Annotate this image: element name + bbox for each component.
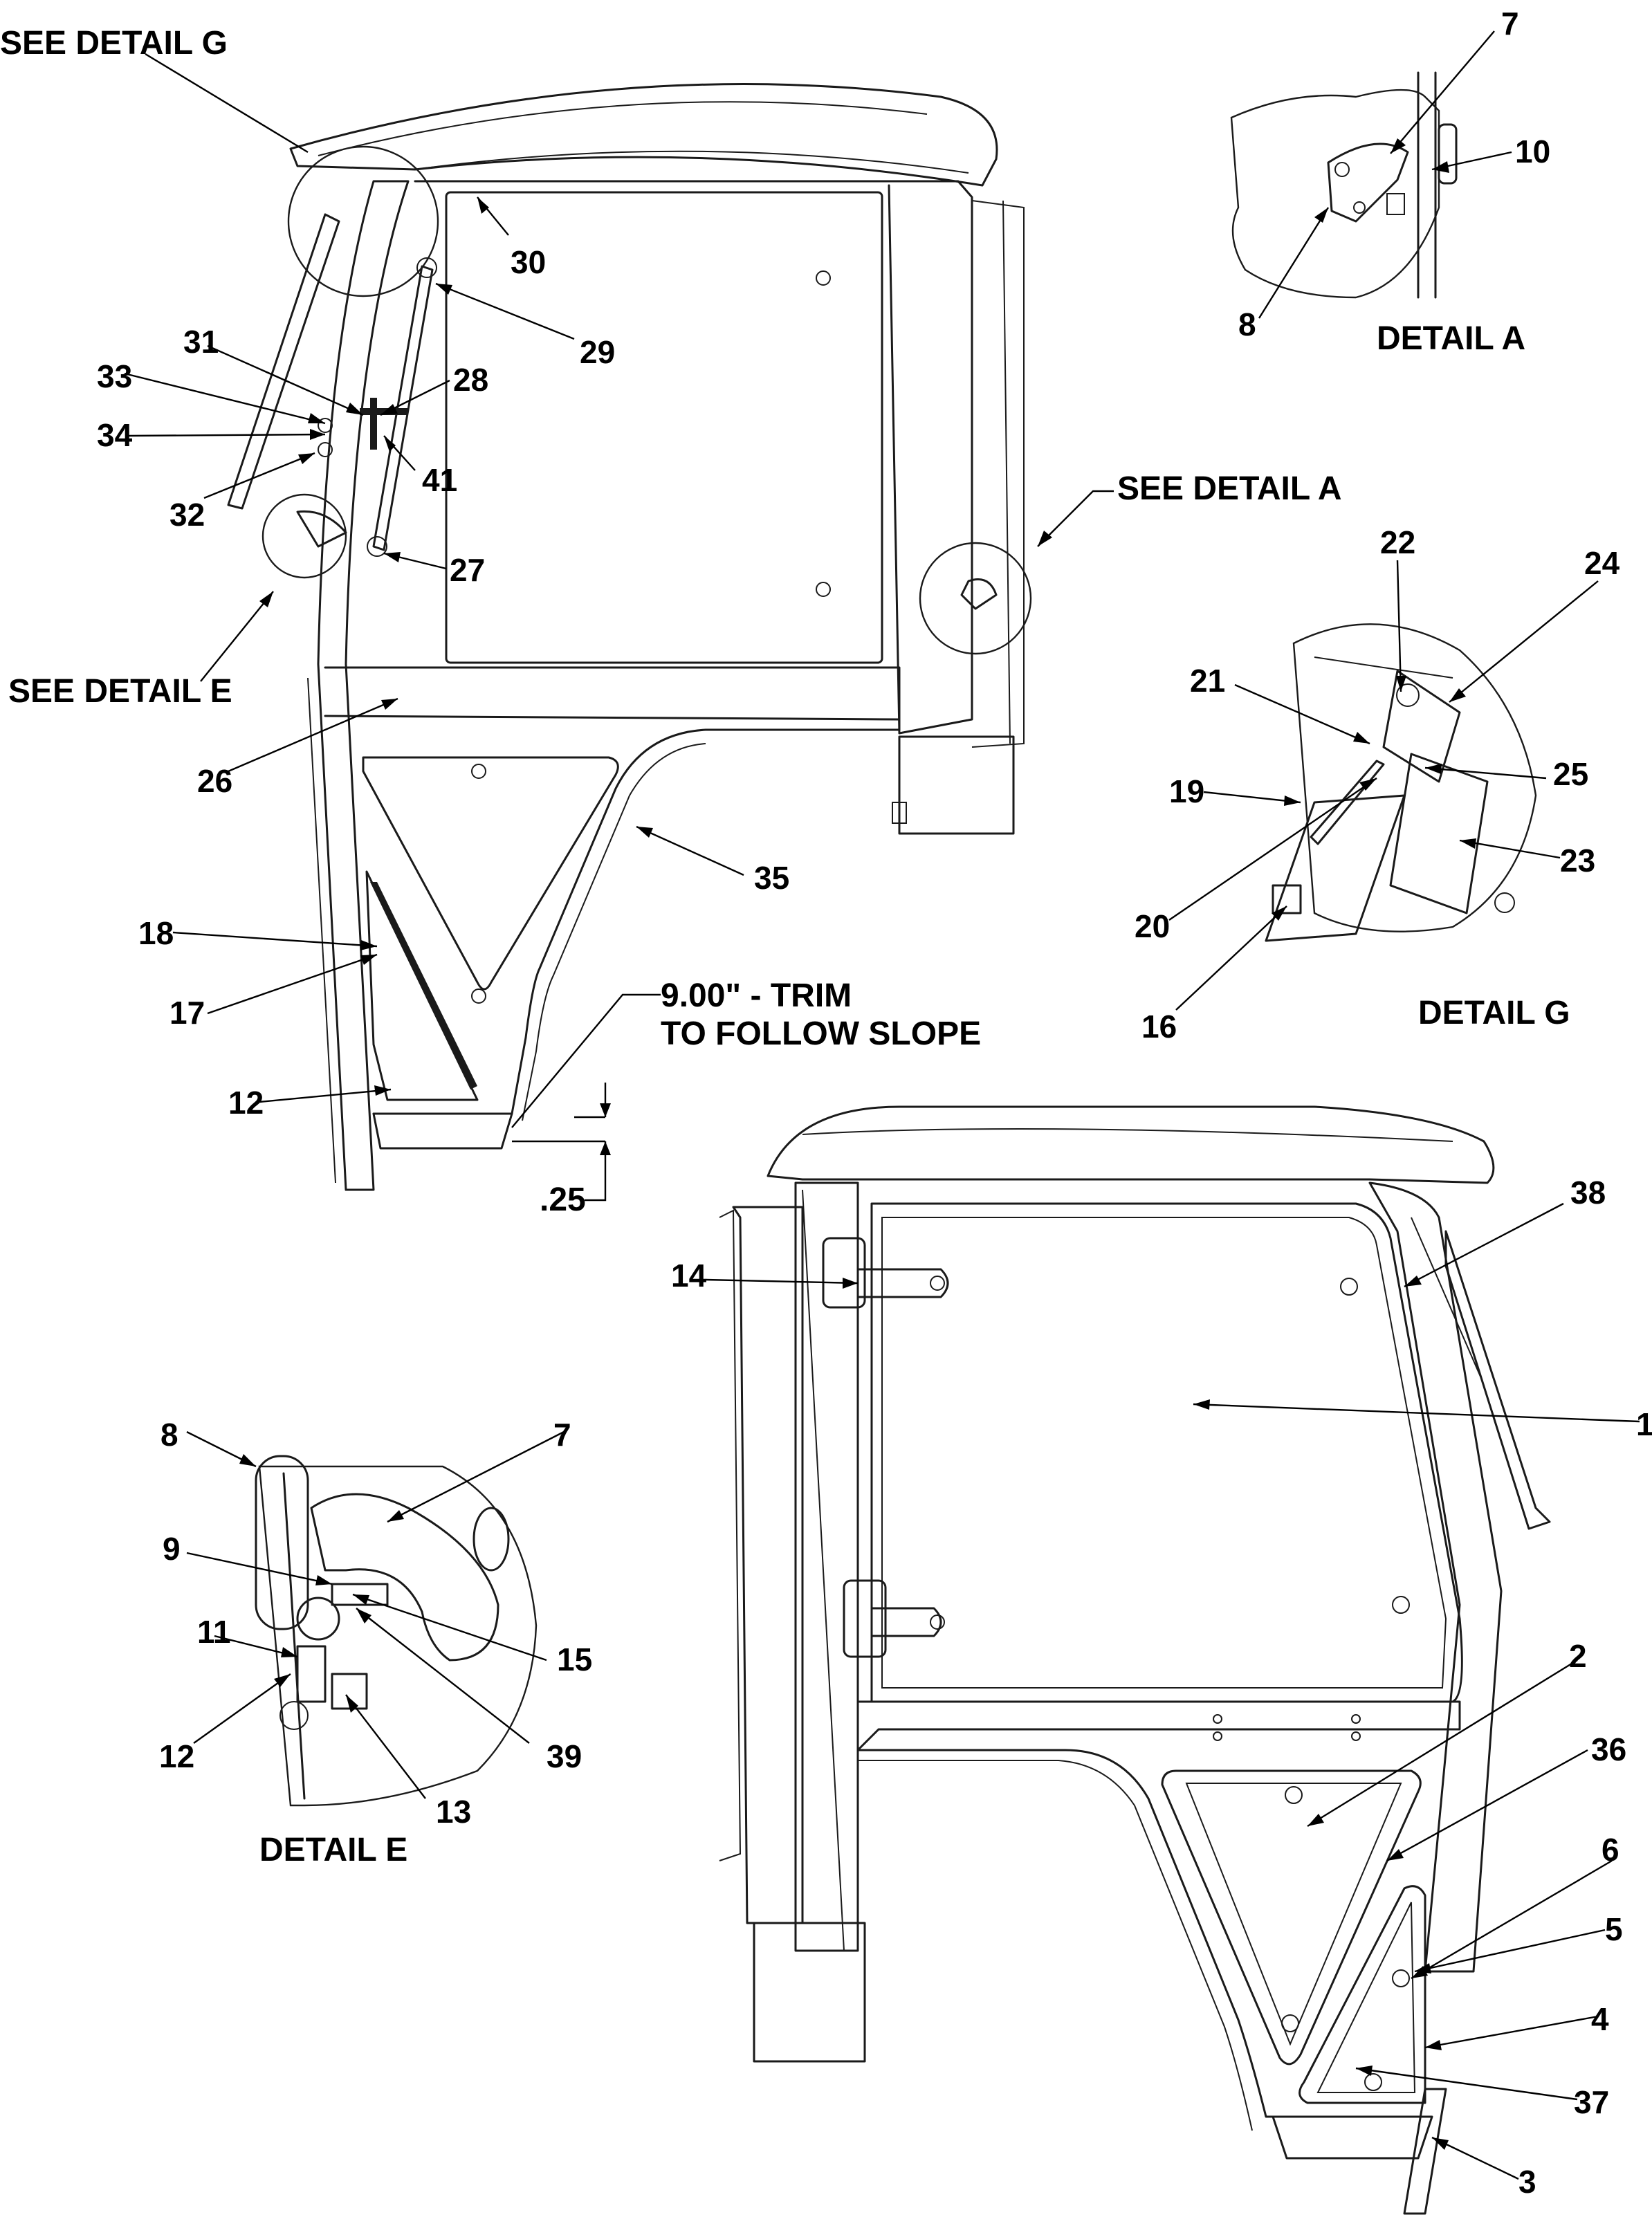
callout-3: 3 bbox=[1518, 2164, 1536, 2200]
callout-25: 25 bbox=[1553, 756, 1588, 792]
callout-28: 28 bbox=[453, 362, 488, 398]
callout-7-detail-e: 7 bbox=[553, 1417, 571, 1453]
see-detail-e-label: SEE DETAIL E bbox=[8, 673, 232, 710]
callout-38: 38 bbox=[1570, 1175, 1606, 1211]
dimension-label: .25 bbox=[540, 1181, 586, 1218]
callout-12: 12 bbox=[228, 1085, 264, 1121]
callout-24: 24 bbox=[1584, 545, 1620, 581]
callout-5: 5 bbox=[1605, 1911, 1623, 1947]
detail-e-title: DETAIL E bbox=[259, 1832, 407, 1868]
see-detail-a-label: SEE DETAIL A bbox=[1117, 470, 1342, 507]
callout-21: 21 bbox=[1190, 663, 1225, 699]
text-labels: SEE DETAIL G SEE DETAIL A SEE DETAIL E D… bbox=[0, 6, 1652, 2200]
callout-2: 2 bbox=[1569, 1638, 1587, 1674]
callout-14: 14 bbox=[671, 1258, 707, 1294]
callout-30: 30 bbox=[511, 244, 546, 280]
callout-15: 15 bbox=[557, 1641, 592, 1677]
callout-32: 32 bbox=[169, 497, 205, 533]
callout-31: 31 bbox=[183, 324, 219, 360]
leader-lines bbox=[124, 30, 1640, 2180]
callout-8-detail-a: 8 bbox=[1238, 306, 1256, 342]
callout-4: 4 bbox=[1591, 2001, 1609, 2037]
callout-26: 26 bbox=[197, 763, 232, 799]
callout-16: 16 bbox=[1141, 1009, 1177, 1045]
callout-9: 9 bbox=[163, 1531, 181, 1567]
callout-20: 20 bbox=[1135, 908, 1170, 944]
callout-12-detail-e: 12 bbox=[159, 1738, 194, 1774]
callout-39: 39 bbox=[547, 1738, 582, 1774]
right-door-view bbox=[719, 1105, 1551, 2215]
callout-6: 6 bbox=[1601, 1832, 1619, 1868]
callout-36: 36 bbox=[1591, 1731, 1626, 1767]
callout-34: 34 bbox=[97, 417, 133, 453]
callout-19: 19 bbox=[1169, 773, 1204, 809]
callout-11: 11 bbox=[197, 1614, 231, 1650]
callout-29: 29 bbox=[580, 334, 615, 370]
callout-18: 18 bbox=[138, 915, 174, 951]
callout-10: 10 bbox=[1515, 134, 1550, 169]
callout-41: 41 bbox=[422, 462, 457, 498]
callout-22: 22 bbox=[1380, 524, 1415, 560]
trim-note-line-2: TO FOLLOW SLOPE bbox=[661, 1015, 981, 1052]
callout-33: 33 bbox=[97, 358, 132, 394]
detail-e-view bbox=[255, 1455, 538, 1807]
callout-7-detail-a: 7 bbox=[1501, 6, 1519, 42]
callout-37: 37 bbox=[1574, 2084, 1609, 2120]
callout-8-detail-e: 8 bbox=[160, 1417, 178, 1453]
callout-13: 13 bbox=[436, 1794, 471, 1830]
callout-1: 1 bbox=[1636, 1406, 1652, 1442]
callout-27: 27 bbox=[450, 552, 485, 588]
see-detail-g-label: SEE DETAIL G bbox=[0, 25, 228, 62]
detail-a-title: DETAIL A bbox=[1377, 320, 1525, 357]
detail-a-view bbox=[1230, 71, 1458, 299]
callout-17: 17 bbox=[169, 995, 205, 1031]
detail-g-title: DETAIL G bbox=[1418, 995, 1570, 1031]
detail-g-view bbox=[1265, 623, 1537, 942]
callout-23: 23 bbox=[1560, 843, 1595, 878]
callout-35: 35 bbox=[754, 860, 789, 896]
left-door-view bbox=[227, 83, 1032, 1202]
trim-note-line-1: 9.00" - TRIM bbox=[661, 977, 852, 1014]
